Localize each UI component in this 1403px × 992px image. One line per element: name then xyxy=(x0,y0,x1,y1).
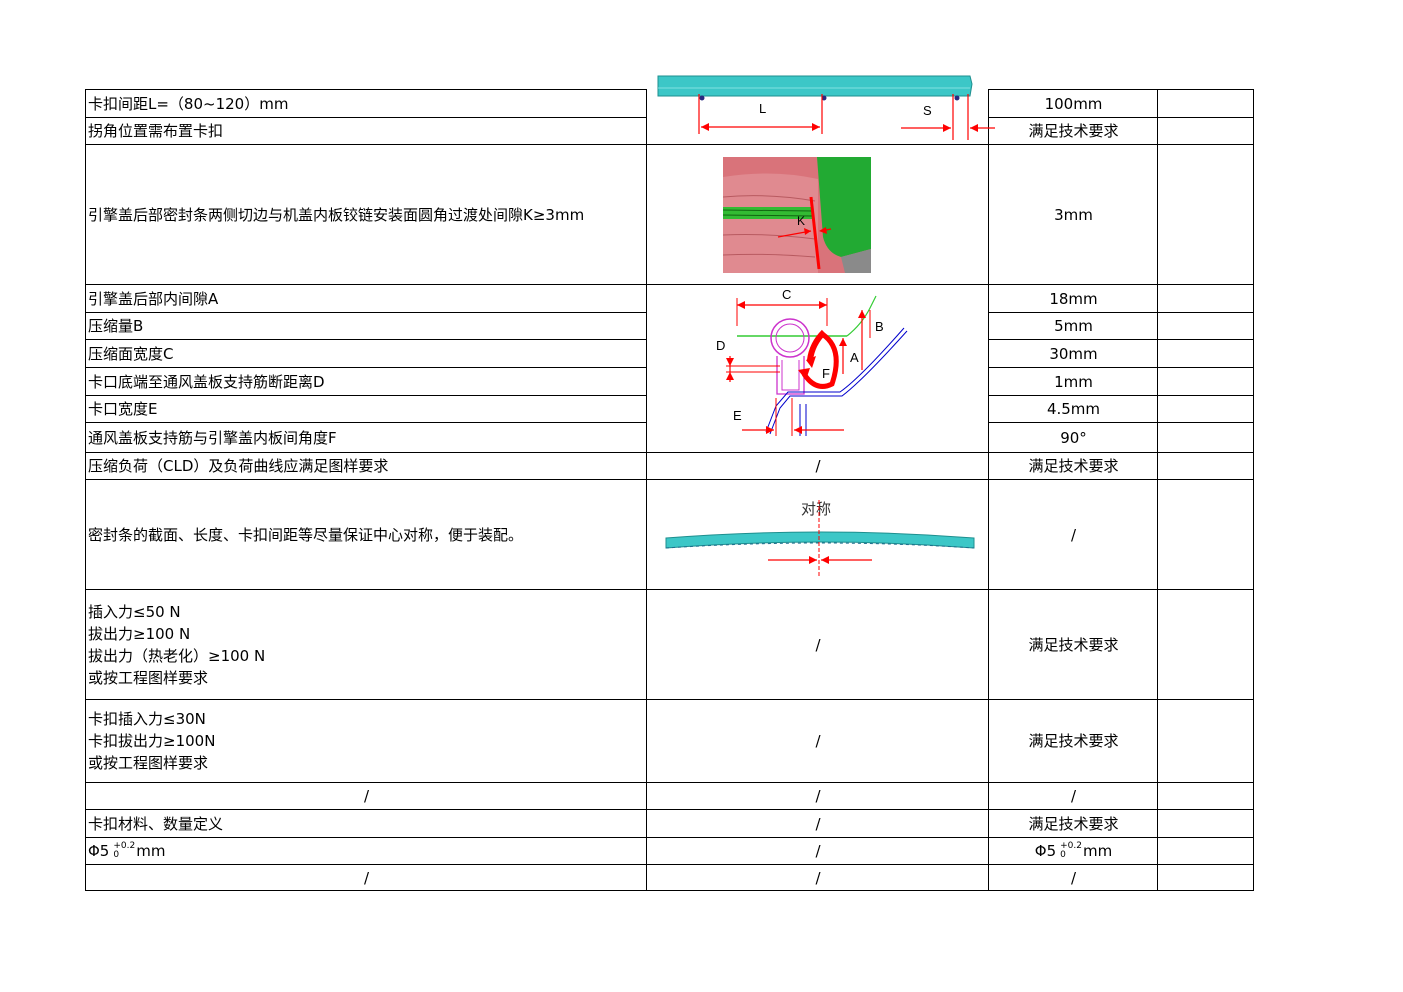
requirement-text: / xyxy=(363,787,370,805)
figure-placeholder: / xyxy=(815,868,821,887)
figure-placeholder: / xyxy=(815,457,821,475)
tolerance-lower: 0 xyxy=(113,850,120,860)
requirement-text: 压缩量B xyxy=(88,317,144,335)
requirement-text: 卡口宽度E xyxy=(88,400,158,418)
label-b: B xyxy=(875,319,884,334)
requirement-text: 引擎盖后部内间隙A xyxy=(88,289,219,308)
label-e: E xyxy=(733,408,742,423)
result-value: 100mm xyxy=(1044,94,1103,113)
requirement-text: 拐角位置需布置卡扣 xyxy=(88,122,224,140)
requirement-text: 卡扣间距L=（80~120）mm xyxy=(88,94,289,113)
figure-placeholder: / xyxy=(815,814,821,833)
label-l: L xyxy=(759,101,766,116)
diameter-main: Φ5 xyxy=(1034,842,1057,860)
requirement-text: 引擎盖后部密封条两侧切边与机盖内板铰链安装面圆角过渡处间隙K≥3mm xyxy=(88,205,585,224)
clip-spacing-figure: L S xyxy=(657,75,995,140)
result-value: 18mm xyxy=(1049,289,1098,308)
result-value: 3mm xyxy=(1054,205,1093,224)
seal-section-figure: C B A F D E xyxy=(716,287,908,436)
label-a: A xyxy=(850,350,859,365)
result-value: 4.5mm xyxy=(1046,400,1101,418)
requirement-text: 卡扣材料、数量定义 xyxy=(88,814,224,833)
result-value: 满足技术要求 xyxy=(1028,814,1119,833)
figure-placeholder: / xyxy=(815,787,821,805)
requirement-text: 压缩负荷（CLD）及负荷曲线应满足图样要求 xyxy=(88,457,389,475)
result-value: 满足技术要求 xyxy=(1028,457,1119,475)
figure-placeholder: / xyxy=(815,732,821,750)
requirement-text: 通风盖板支持筋与引擎盖内板间角度F xyxy=(88,428,337,447)
requirement-text: / xyxy=(363,868,370,887)
result-value: / xyxy=(1070,868,1077,887)
result-value: 5mm xyxy=(1054,317,1093,335)
tolerance-lower: 0 xyxy=(1060,850,1066,860)
label-c: C xyxy=(782,287,791,302)
requirement-text: 密封条的截面、长度、卡扣间距等尽量保证中心对称，便于装配。 xyxy=(88,525,524,544)
figure-placeholder: / xyxy=(815,842,821,860)
symmetry-figure: 对称 xyxy=(665,500,975,576)
result-value: 满足技术要求 xyxy=(1028,732,1119,750)
result-value: / xyxy=(1070,525,1077,544)
requirement-line: 卡扣插入力≤30N xyxy=(88,710,206,728)
requirement-line: 插入力≤50 N xyxy=(88,602,181,621)
symmetry-label: 对称 xyxy=(801,500,831,518)
tolerance-upper: +0.2 xyxy=(1060,841,1082,851)
figure-placeholder: / xyxy=(815,635,821,654)
tolerance-upper: +0.2 xyxy=(113,841,136,851)
label-k: K xyxy=(797,214,805,228)
requirement-line: 或按工程图样要求 xyxy=(88,668,209,687)
result-value: 满足技术要求 xyxy=(1028,635,1119,654)
result-value: 1mm xyxy=(1054,372,1093,391)
requirement-text: 压缩面宽度C xyxy=(88,344,174,363)
requirement-text: 插入力≤50 N 拔出力≥100 N 拔出力（热老化）≥100 N 或按工程图样… xyxy=(86,590,647,699)
label-d: D xyxy=(716,338,725,353)
diameter-main: Φ5 xyxy=(88,842,110,860)
diameter-unit: mm xyxy=(1082,842,1113,860)
requirement-line: 或按工程图样要求 xyxy=(88,754,209,772)
result-value: 30mm xyxy=(1049,344,1098,363)
result-value: / xyxy=(1070,787,1077,805)
requirement-line: 卡扣拔出力≥100N xyxy=(88,732,216,750)
diameter-unit: mm xyxy=(136,842,166,860)
gap-k-figure: K xyxy=(723,157,871,273)
requirement-text: 卡口底端至通风盖板支持筋断距离D xyxy=(88,372,325,391)
result-value: 90° xyxy=(1060,428,1087,447)
label-s: S xyxy=(923,103,932,118)
result-value: 满足技术要求 xyxy=(1028,122,1119,140)
requirement-text: 卡扣插入力≤30N 卡扣拔出力≥100N 或按工程图样要求 xyxy=(86,700,647,782)
requirement-line: 拔出力（热老化）≥100 N xyxy=(88,646,266,665)
requirement-line: 拔出力≥100 N xyxy=(88,624,191,643)
label-f: F xyxy=(822,366,830,381)
